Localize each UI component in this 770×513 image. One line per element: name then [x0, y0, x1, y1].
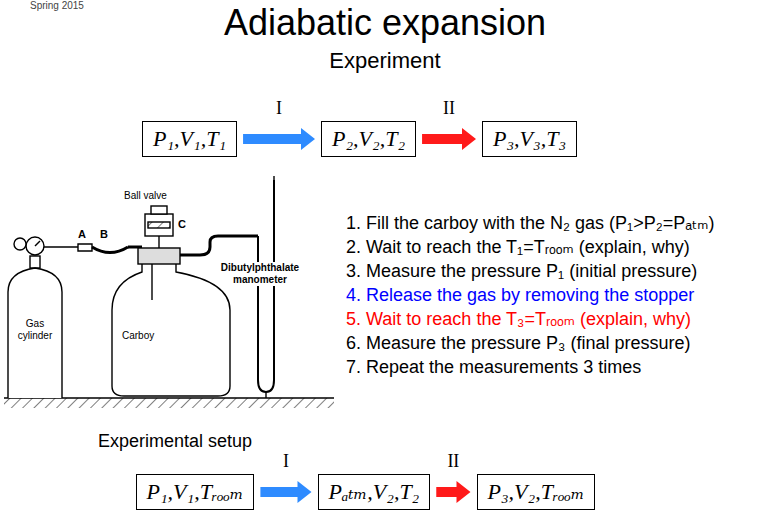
state-box: P₃,V₂,Tᵣₒₒₘ [477, 474, 596, 510]
manometer-open-end [273, 176, 274, 180]
step-numeral: I [283, 451, 289, 472]
gauge-needle [35, 241, 40, 246]
stopper [138, 248, 180, 264]
state-box: P₁,V₁,Tᵣₒₒₘ [136, 474, 255, 510]
procedure-step: 6. Measure the pressure P₃ (final pressu… [346, 332, 690, 354]
state-box: P₂,V₂,T₂ [321, 121, 416, 157]
procedure-step: 5. Wait to reach the T₃=Tᵣₒₒₘ (explain, … [346, 308, 691, 330]
subtitle: Experimental setup [98, 430, 252, 452]
regulator-outlet [44, 246, 78, 247]
step-numeral: I [276, 98, 282, 119]
state-variables: P₃,V₂,Tᵣₒₒₘ [488, 479, 585, 504]
ball-valve-seat [148, 222, 170, 228]
manometer-tube [180, 236, 258, 255]
state-variables: P₂,V₂,T₂ [332, 126, 405, 151]
part-label: Gas cylinder [10, 318, 60, 342]
state-variables: P₁,V₁,T₁ [153, 126, 226, 151]
regulator-gauge-small [14, 238, 26, 250]
cylinder-valve [30, 256, 40, 268]
ball-valve [145, 214, 173, 236]
valve-a [78, 244, 92, 251]
state-box: P₃,V₃,T₃ [482, 121, 577, 157]
floor-hatch [4, 398, 334, 408]
manometer [258, 180, 274, 392]
manometer-stand [265, 392, 266, 398]
state-variables: P₃,V₃,T₃ [493, 126, 566, 151]
part-label: Dibutylphthalate manometer [218, 262, 302, 286]
process-arrow [422, 128, 476, 150]
hose [92, 247, 128, 253]
inner-tube [151, 264, 152, 300]
process-arrow [260, 481, 311, 503]
part-label: Ball valve [124, 190, 167, 202]
step-numeral: II [443, 98, 455, 119]
state-variables: Pₐₜₘ,V₂,T₂ [329, 479, 420, 504]
procedure-step: 3. Measure the pressure P₁ (initial pres… [346, 260, 697, 282]
process-arrow [436, 481, 470, 503]
procedure-step: 7. Repeat the measurements 3 times [346, 356, 641, 378]
slide-title: Adiabatic expansion [0, 2, 770, 44]
procedure-step: 2. Wait to reach the T₁=Tᵣₒₒₘ (explain, … [346, 236, 690, 258]
ball-valve-cap [151, 206, 167, 214]
state-variables: P₁,V₁,Tᵣₒₒₘ [147, 479, 244, 504]
subtitle: Experiment [0, 48, 770, 74]
regulator-gauge [26, 237, 44, 255]
callout-letter: B [100, 228, 108, 241]
part-label: Carboy [122, 330, 154, 342]
procedure-step: 1. Fill the carboy with the N₂ gas (P₁>P… [346, 212, 714, 234]
callout-letter: A [78, 228, 86, 241]
date-note: Spring 2015 [30, 0, 84, 12]
procedure-step: 4. Release the gas by removing the stopp… [346, 284, 694, 306]
state-box: P₁,V₁,T₁ [142, 121, 237, 157]
carboy [112, 262, 230, 396]
state-box: Pₐₜₘ,V₂,T₂ [318, 474, 431, 510]
gas-cylinder [8, 268, 62, 398]
step-numeral: II [447, 451, 459, 472]
process-arrow [243, 128, 315, 150]
callout-letter: C [178, 218, 186, 231]
